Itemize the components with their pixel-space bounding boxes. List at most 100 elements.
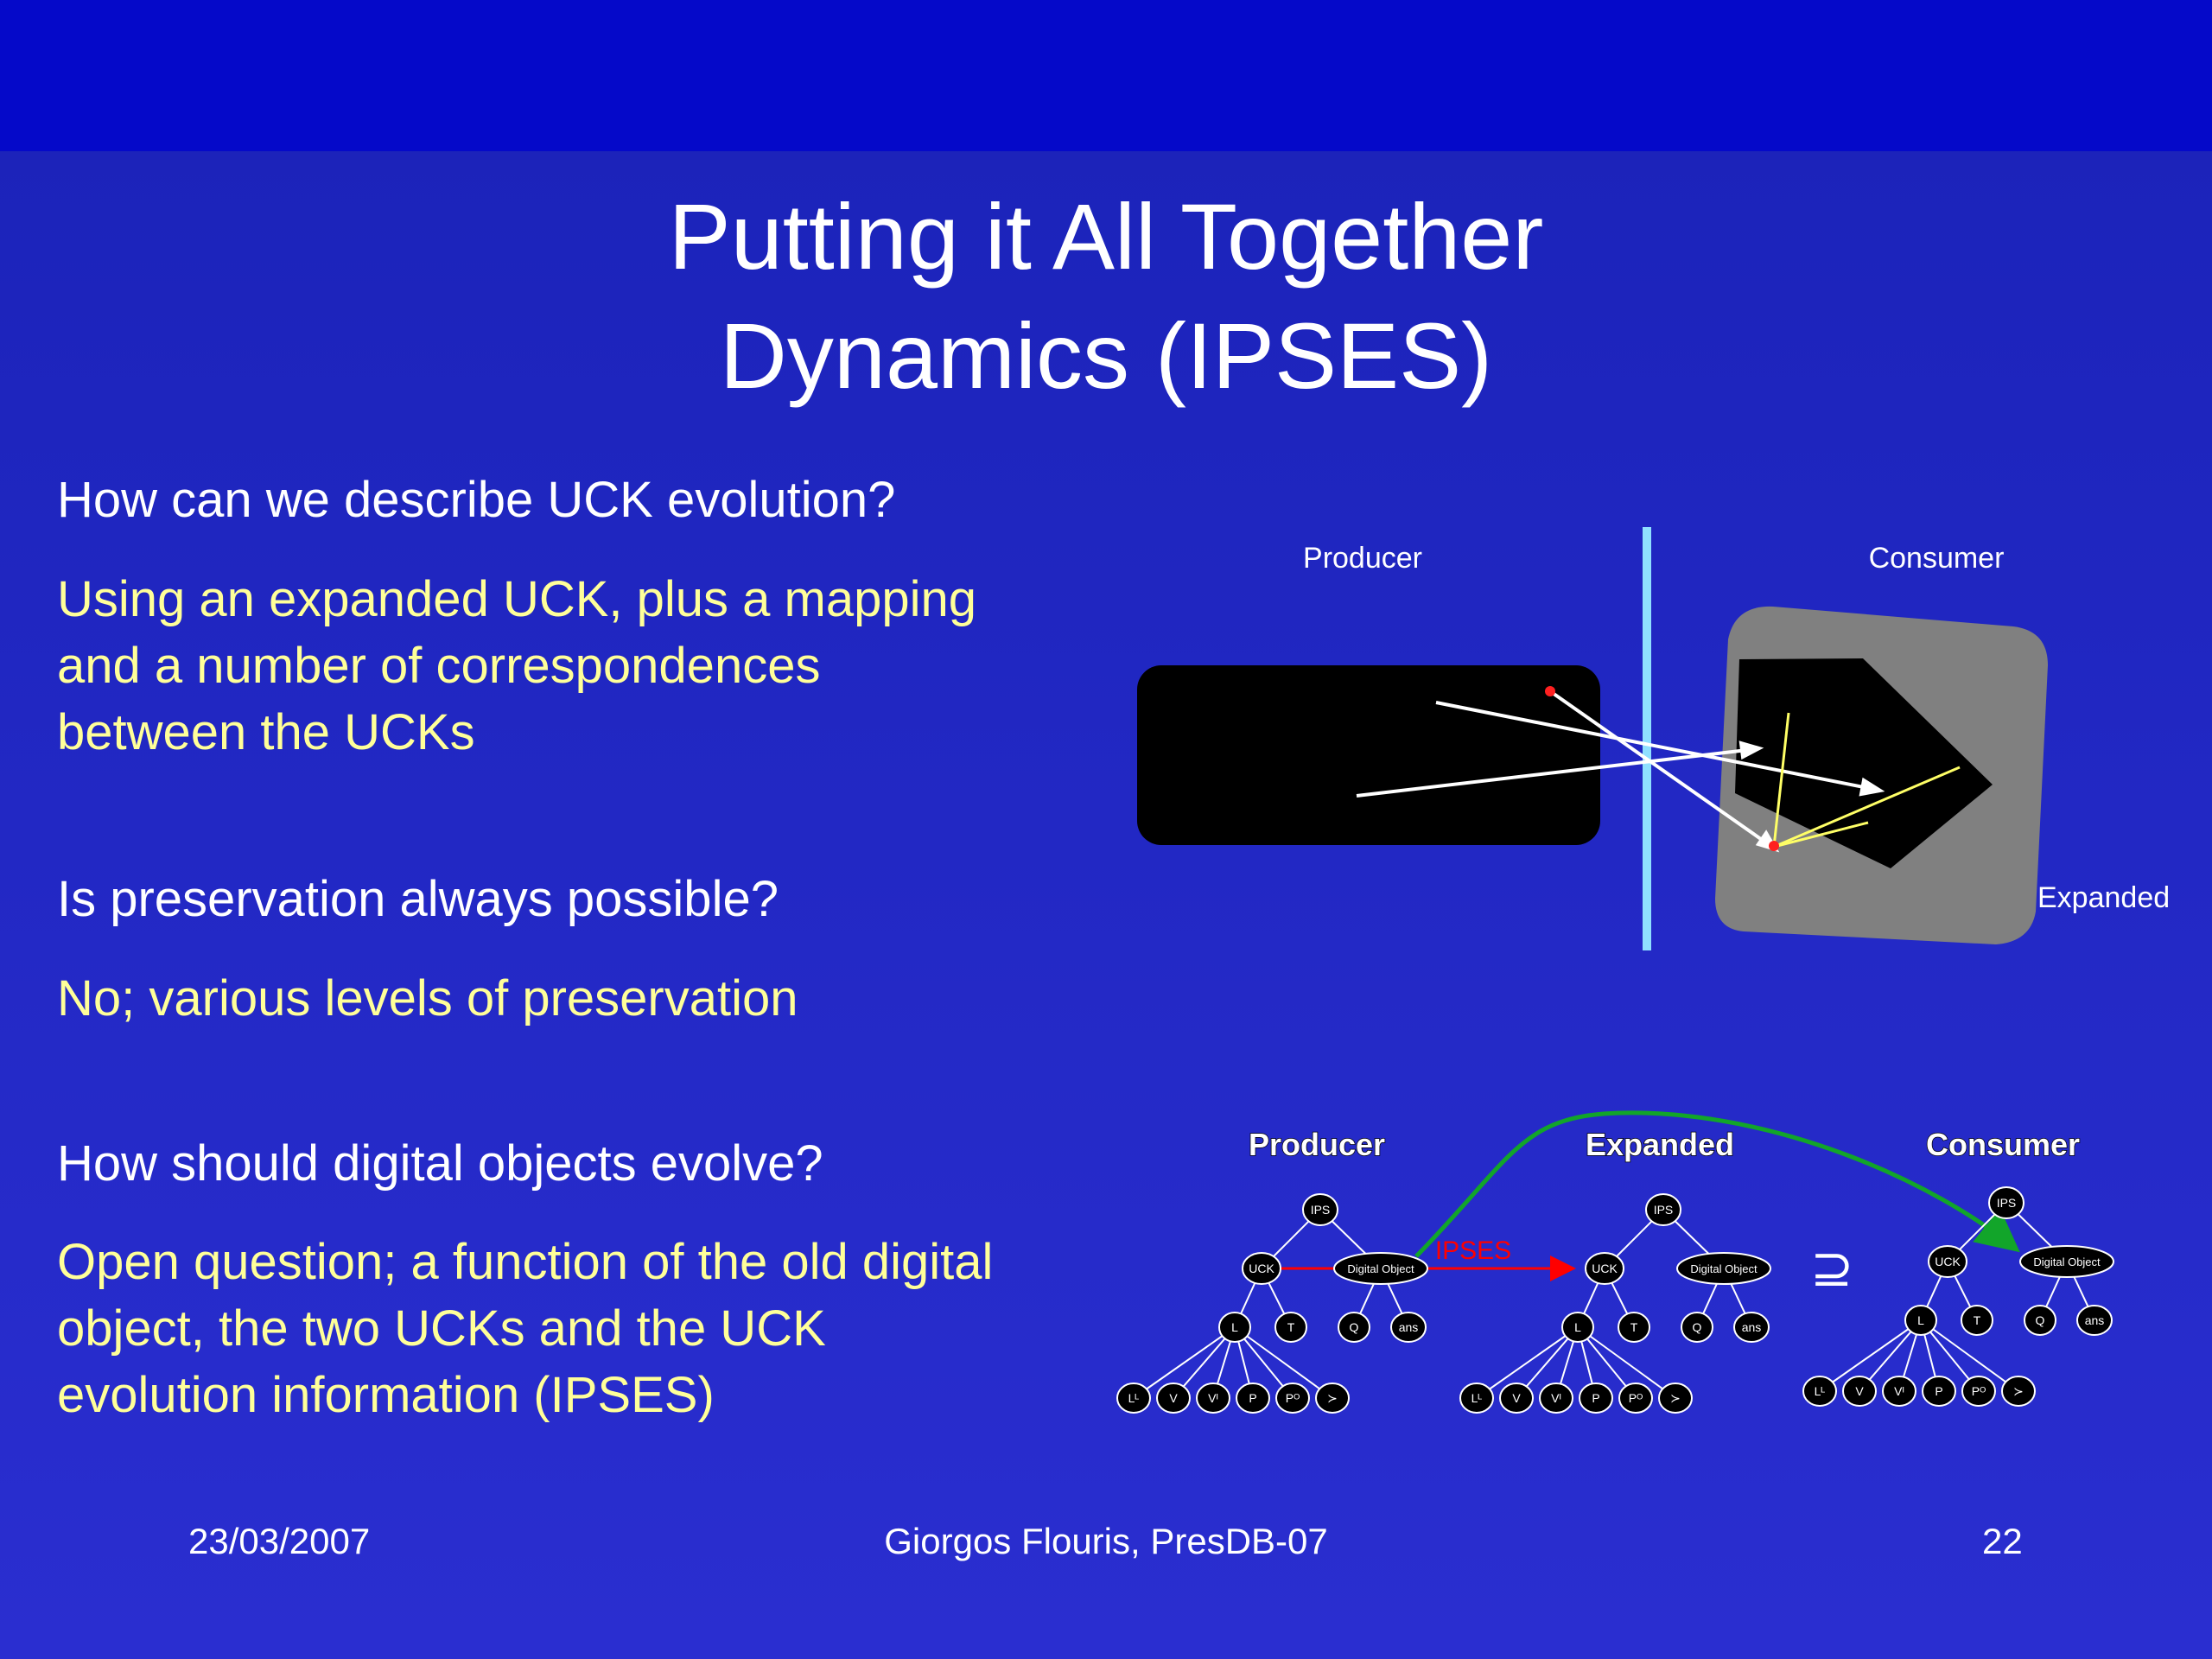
footer-page-number: 22 [1982, 1521, 2023, 1561]
ans-node-label: ans [1399, 1320, 1419, 1334]
ans-node [2076, 1305, 2113, 1336]
ipses-label: IPSES [1435, 1236, 1511, 1265]
answer-3-line-2: object, the two UCKs and the UCK [57, 1300, 826, 1357]
ips-node [1988, 1186, 2024, 1219]
producer-box [1137, 665, 1600, 845]
leaf-node [1922, 1376, 1956, 1407]
consumer-label: Consumer [1869, 542, 2005, 575]
leaf-label: Lᴸ [1128, 1391, 1140, 1405]
evolution-diagram: IPSES ⊇ Producer IPS UCK Digital Object [1116, 1110, 2114, 1414]
leaf-label: P [1249, 1391, 1256, 1405]
ips-node-label: IPS [1997, 1196, 2017, 1210]
correspondence-lines [1772, 712, 1961, 849]
leaf-node [1618, 1382, 1653, 1414]
ips-node [1302, 1193, 1338, 1226]
ans-node [1390, 1312, 1427, 1343]
leaf-label: Lᴸ [1815, 1384, 1826, 1398]
answer-1-line-3: between the UCKs [57, 704, 475, 760]
leaf-label: V [1169, 1391, 1178, 1405]
leaf-label: ≻ [1670, 1391, 1681, 1405]
expanded-tree-title: Expanded [1586, 1127, 1734, 1162]
leaf-node [1275, 1382, 1310, 1414]
l-node-label: L [1231, 1320, 1238, 1334]
leaf-node [1539, 1382, 1573, 1414]
leaf-label: Pᴼ [1629, 1391, 1643, 1405]
leaf-node [1459, 1382, 1494, 1414]
leaf-label: Lᴸ [1471, 1391, 1483, 1405]
leaf-label: V [1512, 1391, 1521, 1405]
leaf-node [1236, 1382, 1270, 1414]
question-3: How should digital objects evolve? [57, 1135, 823, 1192]
digital-object-node-label: Digital Object [2033, 1255, 2101, 1268]
ips-node [1645, 1193, 1681, 1226]
question-1: How can we describe UCK evolution? [57, 472, 896, 528]
t-node-label: T [1974, 1313, 1981, 1327]
mapping-arrows [1356, 690, 1885, 853]
uck-node-label: UCK [1249, 1262, 1274, 1275]
leaf-label: ≻ [1327, 1391, 1338, 1405]
superset-symbol: ⊇ [1810, 1239, 1853, 1297]
ans-node-label: ans [2085, 1313, 2105, 1327]
leaf-node [1802, 1376, 1837, 1407]
leaf-label: Vᴵ [1208, 1391, 1218, 1405]
leaf-node [1658, 1382, 1693, 1414]
uck-node [1928, 1245, 1967, 1278]
expanded-tree: Expanded IPS UCK Digital Object L T [1459, 1126, 1771, 1414]
digital-object-mapping-arrow [1414, 1110, 2020, 1258]
title-line-1: Putting it All Together [668, 184, 1544, 289]
q-node-label: Q [1350, 1320, 1359, 1334]
leaf-node [1579, 1382, 1613, 1414]
slide-title: Putting it All Together Dynamics (IPSES) [0, 177, 2212, 416]
footer-author: Giorgos Flouris, PresDB-07 [884, 1521, 1328, 1561]
answer-1: Using an expanded UCK, plus a mapping an… [57, 566, 976, 766]
leaf-label: Pᴼ [1972, 1384, 1986, 1398]
l-node [1904, 1305, 1937, 1336]
ips-node-label: IPS [1654, 1203, 1674, 1217]
leaf-node [1156, 1382, 1191, 1414]
leaf-label: Pᴼ [1286, 1391, 1300, 1405]
consumer-shape [1735, 658, 1993, 868]
q-node [1338, 1312, 1370, 1343]
digital-object-node [1333, 1252, 1428, 1285]
l-node-label: L [1574, 1320, 1581, 1334]
answer-3: Open question; a function of the old dig… [57, 1229, 993, 1428]
consumer-tree-title: Consumer [1926, 1127, 2080, 1162]
q-node [1681, 1312, 1713, 1343]
ans-node-label: ans [1742, 1320, 1762, 1334]
t-node [1274, 1312, 1307, 1343]
expanded-label: Expanded [2037, 881, 2170, 914]
q-node [2024, 1305, 2056, 1336]
question-2: Is preservation always possible? [57, 871, 779, 927]
q-node-label: Q [1693, 1320, 1702, 1334]
leaf-node [2001, 1376, 2036, 1407]
top-band [0, 0, 2212, 151]
leaf-label: P [1935, 1384, 1942, 1398]
leaf-node [1116, 1382, 1151, 1414]
ips-node-label: IPS [1311, 1203, 1331, 1217]
answer-1-line-2: and a number of correspondences [57, 638, 821, 694]
footer-date: 23/03/2007 [188, 1521, 371, 1561]
leaf-label: V [1855, 1384, 1864, 1398]
t-node [1618, 1312, 1650, 1343]
leaf-label: Vᴵ [1551, 1391, 1561, 1405]
producer-tree-title: Producer [1249, 1127, 1385, 1162]
leaf-label: P [1592, 1391, 1599, 1405]
t-node [1961, 1305, 1993, 1336]
l-node [1218, 1312, 1251, 1343]
uck-node [1242, 1252, 1281, 1285]
t-node-label: T [1630, 1320, 1638, 1334]
leaf-node [1842, 1376, 1877, 1407]
consumer-point [1769, 841, 1779, 851]
q-node-label: Q [2036, 1313, 2045, 1327]
leaf-node [1882, 1376, 1916, 1407]
uck-node-label: UCK [1935, 1255, 1961, 1268]
consumer-tree: Consumer IPS UCK Digital Object L T [1802, 1126, 2114, 1407]
answer-3-line-3: evolution information (IPSES) [57, 1367, 715, 1423]
digital-object-node-label: Digital Object [1690, 1262, 1758, 1275]
producer-point [1545, 686, 1555, 696]
leaf-node [1499, 1382, 1534, 1414]
leaf-label: ≻ [2013, 1384, 2024, 1398]
answer-2: No; various levels of preservation [57, 970, 798, 1027]
uck-node-label: UCK [1592, 1262, 1618, 1275]
ans-node [1733, 1312, 1770, 1343]
